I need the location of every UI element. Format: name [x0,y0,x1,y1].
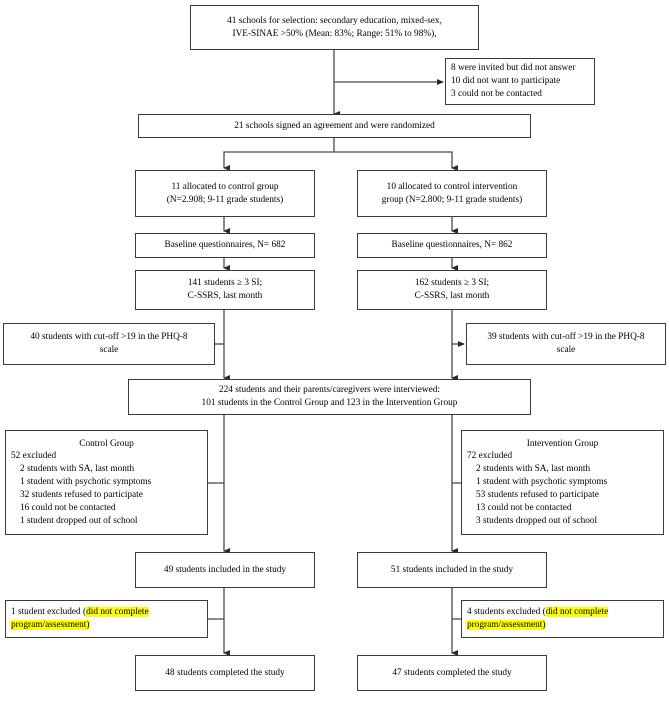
node-students-interviewed: 224 students and their parents/caregiver… [128,379,531,415]
node-intervention-allocated: 10 allocated to control intervention gro… [357,170,547,217]
node-control-si-screen: 141 students ≥ 3 SI; C-SSRS, last month [135,270,315,310]
node-schools-for-selection: 41 schools for selection: secondary educ… [190,5,479,50]
control-dropout-prefix: 1 student excluded ( [11,607,87,618]
control-si-line-1: 141 students ≥ 3 SI; [187,278,263,289]
interviewed-line-2: 101 students in the Control Group and 12… [201,398,458,408]
intervention-excluded-line-6: 3 students dropped out of school [476,515,598,526]
schools-selection-line-2: IVE-SINAE >50% (Mean: 83%; Range: 51% to… [232,28,437,39]
node-intervention-dropout: 4 students excluded (did not complete pro… [461,600,664,638]
intervention-dropout-highlight-b: program/assessment) [467,620,546,630]
control-excluded-line-4: 32 students refused to participate [20,489,143,500]
control-excluded-line-5: 16 could not be contacted [20,502,116,513]
intervention-completed-line-1: 47 students completed the study [392,667,512,678]
intervention-excluded-line-2: 2 students with SA, last month [476,464,591,475]
control-baseline-line-1: Baseline questionnaires, N= 682 [164,240,286,251]
node-control-dropout: 1 student excluded (did not complete prog… [5,600,208,638]
node-not-enrolled: 8 were invited but did not answer 10 did… [445,58,595,105]
control-completed-line-1: 48 students completed the study [165,667,285,678]
node-control-group-excluded: Control Group 52 excluded 2 students wit… [5,430,208,535]
intervention-baseline-line-1: Baseline questionnaires, N= 862 [391,240,513,251]
node-control-allocated: 11 allocated to control group (N=2.908; … [135,170,315,217]
not-enrolled-line-3: 3 could not be contacted [451,88,542,99]
control-phq8-line-2: scale [99,345,119,355]
control-excluded-line-3: 1 student with psychotic symptoms [20,477,152,488]
intervention-excluded-header: Intervention Group [526,438,599,449]
not-enrolled-line-2: 10 did not want to participate [451,76,561,87]
randomized-line-1: 21 schools signed an agreement and were … [234,120,435,131]
node-intervention-si-screen: 162 students ≥ 3 SI; C-SSRS, last month [357,270,547,310]
node-intervention-completed: 47 students completed the study [357,655,547,691]
node-control-baseline: Baseline questionnaires, N= 682 [135,233,315,258]
intervention-excluded-line-3: 1 student with psychotic symptoms [476,477,608,488]
node-intervention-included: 51 students included in the study [357,552,547,588]
schools-selection-line-1: 41 schools for selection: secondary educ… [227,15,442,26]
intervention-phq8-line-1: 39 students with cut-off >19 in the PHQ-… [487,332,645,343]
control-dropout-highlight-a: did not complete [86,607,149,618]
intervention-si-line-2: C-SSRS, last month [414,291,490,301]
control-excluded-line-6: 1 student dropped out of school [20,515,138,526]
node-intervention-baseline: Baseline questionnaires, N= 862 [357,233,547,258]
interviewed-line-1: 224 students and their parents/caregiver… [219,385,440,396]
control-phq8-line-1: 40 students with cut-off >19 in the PHQ-… [30,332,188,343]
node-control-completed: 48 students completed the study [135,655,315,691]
control-si-line-2: C-SSRS, last month [187,291,263,301]
connector-randomized-split-right [334,151,458,171]
control-allocated-line-2: (N=2.908; 9-11 grade students) [166,194,284,205]
intervention-excluded-line-1: 72 excluded [467,451,513,462]
not-enrolled-line-1: 8 were invited but did not answer [451,63,576,74]
intervention-phq8-line-2: scale [556,345,576,355]
intervention-si-line-1: 162 students ≥ 3 SI; [414,278,490,289]
control-included-line-1: 49 students included in the study [163,564,287,575]
intervention-included-line-1: 51 students included in the study [390,564,514,575]
control-allocated-line-1: 11 allocated to control group [171,181,279,192]
intervention-dropout-prefix: 4 students excluded ( [467,607,546,618]
node-intervention-phq8-excluded: 39 students with cut-off >19 in the PHQ-… [466,323,666,365]
intervention-excluded-line-5: 13 could not be contacted [476,502,572,513]
intervention-dropout-highlight-a: did not complete [545,607,609,618]
intervention-allocated-line-1: 10 allocated to control intervention [386,181,518,192]
node-intervention-group-excluded: Intervention Group 72 excluded 2 student… [461,430,664,535]
node-control-included: 49 students included in the study [135,552,315,588]
control-excluded-line-1: 52 excluded [11,451,57,462]
control-excluded-line-2: 2 students with SA, last month [20,464,135,475]
node-control-phq8-excluded: 40 students with cut-off >19 in the PHQ-… [3,323,215,365]
intervention-allocated-line-2: group (N=2.800; 9-11 grade students) [381,194,523,205]
connector-randomized-split [223,138,335,171]
control-excluded-header: Control Group [79,438,134,449]
control-dropout-highlight-b: program/assessment) [11,620,90,630]
node-schools-randomized: 21 schools signed an agreement and were … [138,114,531,138]
intervention-excluded-line-4: 53 students refused to participate [476,489,599,500]
